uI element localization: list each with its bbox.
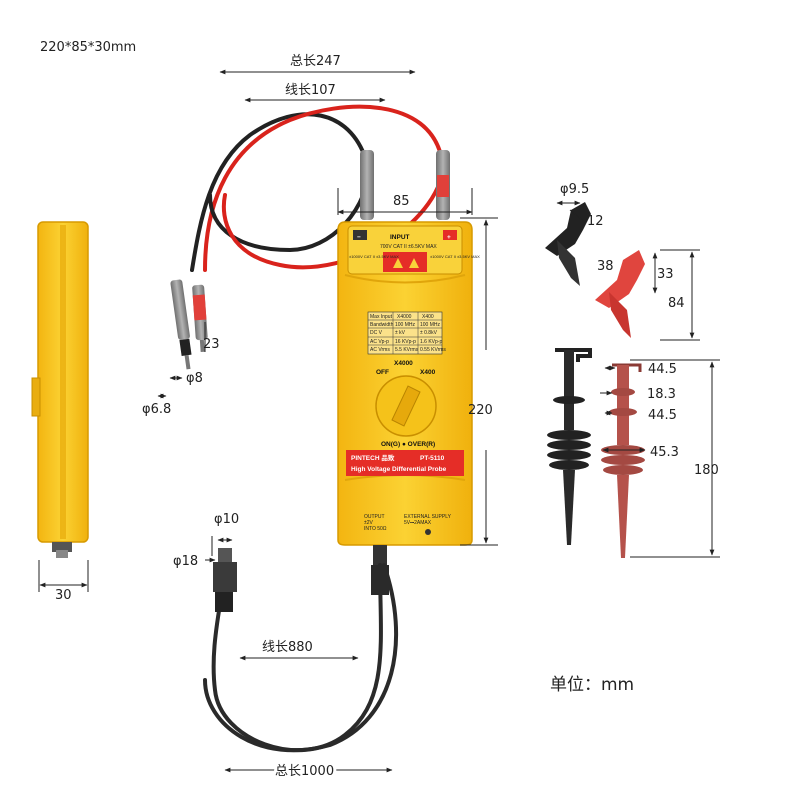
tip-phi68: φ6.8 bbox=[142, 402, 171, 417]
range-x400-label: X400 bbox=[420, 369, 436, 376]
spec-cell: ± 0.8kV bbox=[420, 330, 438, 336]
spec-header-0: Max Input bbox=[370, 314, 393, 320]
width-85-label: 85 bbox=[393, 194, 410, 209]
clip-84: 84 bbox=[668, 296, 685, 311]
bnc-connector bbox=[213, 548, 389, 612]
spec-cell: 0.55 KVrms bbox=[420, 347, 446, 353]
spec-cell: AC Vp-p bbox=[370, 339, 389, 345]
unit-label: 单位：mm bbox=[550, 675, 634, 695]
side-width-label: 30 bbox=[55, 588, 72, 603]
spec-header-2: X400 bbox=[422, 314, 434, 320]
bnc-phi18: φ18 bbox=[173, 554, 198, 569]
range-x4000-label: X4000 bbox=[394, 360, 413, 367]
spec-cell: 16 KVp-p bbox=[395, 339, 416, 345]
hook-180: 180 bbox=[694, 463, 719, 478]
range-off-label: OFF bbox=[376, 369, 389, 376]
input-leads bbox=[190, 104, 446, 272]
probe-body: − + INPUT 700V CAT II ±6.5KV MAX ±1000V … bbox=[337, 150, 480, 565]
led-label: ON(G) ● OVER(R) bbox=[381, 441, 435, 448]
lead-length-107: 线长107 bbox=[285, 83, 336, 98]
spec-cell: AC Vrms bbox=[370, 347, 390, 353]
brand-label: PINTECH 品致 bbox=[351, 453, 395, 462]
clip-phi95: φ9.5 bbox=[560, 182, 589, 197]
clip-38: 38 bbox=[597, 259, 614, 274]
tip-length-23: 23 bbox=[203, 337, 220, 352]
hook-183: 18.3 bbox=[647, 387, 676, 402]
spec-cell: 1.6 KVp-p bbox=[420, 339, 442, 345]
output-bnc-cable bbox=[203, 563, 399, 753]
banana-plugs: 23 φ8 φ6.8 bbox=[142, 279, 220, 417]
overall-size-label: 220*85*30mm bbox=[40, 40, 136, 55]
total-length-247: 总长247 bbox=[290, 54, 341, 69]
spec-cell: 5.5 KVrms bbox=[395, 347, 419, 353]
tip-phi8: φ8 bbox=[186, 371, 203, 386]
height-220-label: 220 bbox=[468, 403, 493, 418]
cable-length-880: 线长880 bbox=[262, 640, 313, 655]
spec-cell: ± kV bbox=[395, 330, 406, 336]
spec-cell: Bandwidth bbox=[370, 322, 394, 328]
cat-center: 700V CAT II ±6.5KV MAX bbox=[380, 244, 437, 250]
bnc-phi10: φ10 bbox=[214, 512, 239, 527]
hook-445a: 44.5 bbox=[648, 362, 677, 377]
bnc-dimensions: φ10 φ18 线长880 总长1000 bbox=[173, 512, 393, 782]
top-dimensions: 总长247 线长107 bbox=[219, 54, 416, 103]
clip-33: 33 bbox=[657, 267, 674, 282]
cat-right: ±1000V CAT II ±3.5KV MAX bbox=[430, 254, 480, 259]
spec-table: Max Input X4000 X400 Bandwidth 100 MHz 1… bbox=[367, 311, 446, 355]
pos-terminal-symbol: + bbox=[447, 234, 451, 241]
clip-12: 12 bbox=[587, 214, 604, 229]
spec-header-1: X4000 bbox=[397, 314, 412, 320]
hook-453: 45.3 bbox=[650, 445, 679, 460]
side-view: 30 bbox=[31, 221, 89, 603]
spec-cell: 100 MHz bbox=[420, 322, 441, 328]
spec-cell: 100 MHz bbox=[395, 322, 416, 328]
hook-445b: 44.5 bbox=[648, 408, 677, 423]
cat-left: ±1000V CAT II ±3.5KV MAX bbox=[349, 254, 399, 259]
product-name-label: High Voltage Differential Probe bbox=[351, 466, 447, 473]
model-label: PT-5110 bbox=[420, 455, 445, 462]
alligator-clips: φ9.5 12 38 33 84 bbox=[545, 182, 700, 341]
device-dimensions: 85 220 bbox=[337, 188, 498, 546]
spec-cell: DC V bbox=[370, 330, 383, 336]
hook-probes: 44.5 18.3 44.5 45.3 180 bbox=[547, 348, 720, 558]
input-label: INPUT bbox=[390, 234, 410, 241]
neg-terminal-symbol: − bbox=[357, 234, 361, 241]
total-length-1000: 总长1000 bbox=[275, 764, 334, 779]
